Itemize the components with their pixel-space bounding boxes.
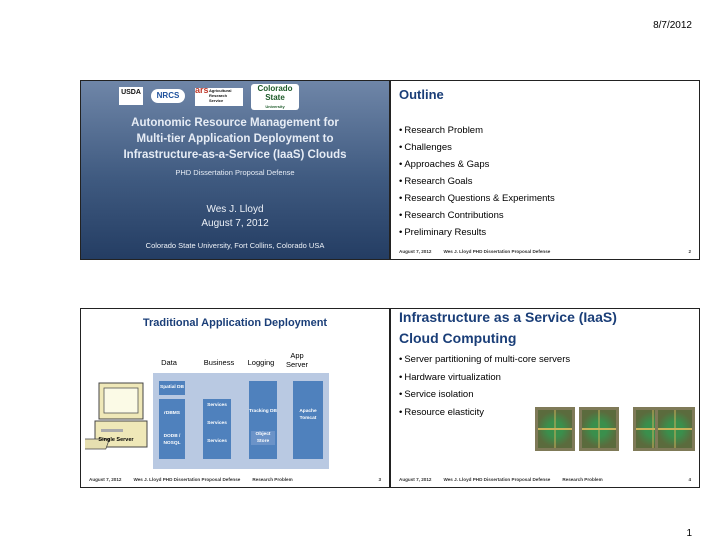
logo-strip: USDA NRCS arsAgricultural Research Servi… bbox=[81, 83, 389, 113]
ars-logo: arsAgricultural Research Service bbox=[195, 86, 243, 106]
column-data bbox=[159, 399, 185, 459]
slide-3-title: Traditional Application Deployment bbox=[142, 317, 328, 329]
multicore-chip-image-2 bbox=[633, 407, 699, 453]
single-server-label: Single Server bbox=[98, 437, 134, 443]
box-services-3: Services bbox=[203, 437, 231, 447]
slide-4-iaas: Infrastructure as a Service (IaaS) Cloud… bbox=[390, 308, 700, 488]
list-item: Research Goals bbox=[399, 173, 555, 190]
slide-3-traditional-deployment: Traditional Application Deployment Data … bbox=[80, 308, 390, 488]
slide-2-outline: Outline Research Problem Challenges Appr… bbox=[390, 80, 700, 260]
list-item: Service isolation bbox=[399, 386, 570, 404]
slide-1-author: Wes J. Lloyd August 7, 2012 bbox=[201, 204, 269, 229]
box-rdbms: rDBMS bbox=[159, 409, 185, 419]
list-item: Research Questions & Experiments bbox=[399, 190, 554, 207]
slide-4-title: Infrastructure as a Service (IaaS) Cloud… bbox=[399, 309, 617, 346]
slide-1-affiliation: Colorado State University, Fort Collins,… bbox=[145, 241, 325, 250]
chip-icon bbox=[579, 407, 619, 451]
slide-1-title: USDA NRCS arsAgricultural Research Servi… bbox=[80, 80, 390, 260]
box-spatial-db: Spatial DB bbox=[159, 381, 185, 395]
column-label-business: Business bbox=[203, 358, 235, 367]
chip-icon bbox=[655, 407, 695, 451]
iaas-list: Server partitioning of multi-core server… bbox=[399, 351, 570, 421]
slide-1-subtitle: PHD Dissertation Proposal Defense bbox=[175, 168, 295, 177]
box-services-2: Services bbox=[203, 419, 231, 429]
box-tracking-db: Tracking DB bbox=[249, 408, 277, 422]
list-item: Research Contributions bbox=[399, 207, 555, 224]
multicore-chip-image-1 bbox=[535, 407, 625, 453]
column-label-logging: Logging bbox=[247, 358, 275, 367]
column-label-app-server: App Server bbox=[285, 351, 309, 369]
usda-logo: USDA bbox=[119, 87, 143, 105]
box-services-1: Services bbox=[203, 401, 231, 411]
list-item: Server partitioning of multi-core server… bbox=[399, 351, 570, 369]
list-item: Approaches & Gaps bbox=[399, 156, 555, 173]
box-object-store: Object Store bbox=[251, 431, 275, 445]
list-item: Hardware virtualization bbox=[399, 369, 570, 387]
column-label-data: Data bbox=[161, 358, 177, 367]
slide-2-title: Outline bbox=[399, 87, 444, 102]
computer-icon bbox=[85, 382, 148, 450]
list-item: Resource elasticity bbox=[399, 404, 570, 422]
page-number: 1 bbox=[686, 528, 692, 539]
chip-icon bbox=[535, 407, 575, 451]
box-apache-tomcat: Apache Tomcat bbox=[293, 408, 323, 422]
box-dodb-nosql: DODB / NOSQL bbox=[159, 433, 185, 447]
slide-1-heading: Autonomic Resource Management for Multi-… bbox=[123, 117, 347, 161]
list-item: Research Problem bbox=[399, 122, 555, 139]
outline-list: Research Problem Challenges Approaches &… bbox=[399, 122, 555, 241]
nrcs-logo: NRCS bbox=[151, 89, 185, 103]
page-date: 8/7/2012 bbox=[653, 20, 692, 31]
list-item: Challenges bbox=[399, 139, 555, 156]
list-item: Preliminary Results bbox=[399, 224, 555, 241]
